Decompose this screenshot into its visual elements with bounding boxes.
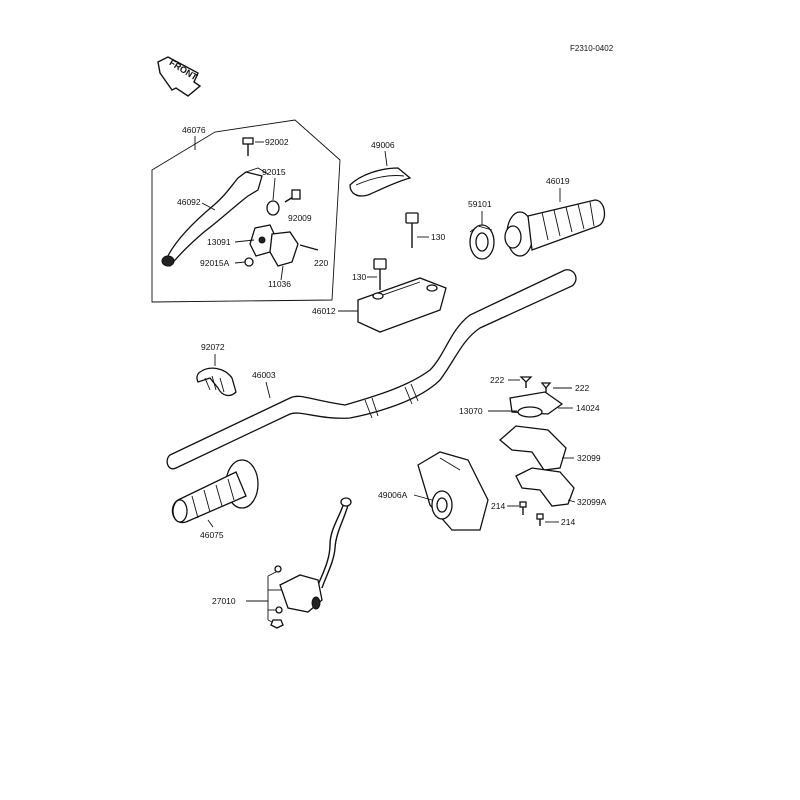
bolt-130-upper bbox=[405, 212, 419, 248]
label-92002: 92002 bbox=[265, 137, 289, 147]
handlebar-pad-49006 bbox=[349, 167, 412, 197]
label-13070: 13070 bbox=[459, 406, 483, 416]
label-92009: 92009 bbox=[288, 213, 312, 223]
handlebar-46003 bbox=[166, 269, 577, 470]
screw-214-left bbox=[519, 501, 527, 515]
front-arrow-icon: FRONT bbox=[157, 56, 202, 97]
nut-92015A bbox=[244, 257, 254, 267]
label-49006A: 49006A bbox=[378, 490, 408, 500]
clutch-lever bbox=[161, 167, 269, 267]
lever-holder-13091 bbox=[249, 224, 277, 257]
ring-13070 bbox=[517, 406, 543, 418]
washer-92015 bbox=[266, 200, 280, 216]
handlebar-holder-46012 bbox=[357, 277, 447, 333]
label-222-right: 222 bbox=[575, 383, 589, 393]
diagram-code: F2310-0402 bbox=[570, 44, 614, 53]
label-13091: 13091 bbox=[207, 237, 231, 247]
screw-220 bbox=[299, 244, 319, 251]
label-59101: 59101 bbox=[468, 199, 492, 209]
screw-222-left bbox=[519, 376, 533, 388]
clamp-11036 bbox=[269, 231, 299, 267]
label-46092: 46092 bbox=[177, 197, 201, 207]
label-46019: 46019 bbox=[546, 176, 570, 186]
label-46075: 46075 bbox=[200, 530, 224, 540]
label-46076: 46076 bbox=[182, 125, 206, 135]
engine-stop-switch-27010 bbox=[270, 497, 352, 629]
throttle-housing-32099 bbox=[498, 425, 567, 471]
switch-housing-49006A bbox=[417, 451, 489, 531]
bolt-130-lower bbox=[373, 258, 387, 290]
label-92015: 92015 bbox=[262, 167, 286, 177]
label-92015A: 92015A bbox=[200, 258, 230, 268]
label-46012: 46012 bbox=[312, 306, 336, 316]
screw-214-right bbox=[536, 513, 544, 526]
right-grip-46019 bbox=[504, 199, 606, 257]
bolt-92002 bbox=[242, 137, 254, 156]
label-214-left: 214 bbox=[491, 501, 505, 511]
band-92072 bbox=[196, 367, 237, 397]
label-11036: 11036 bbox=[268, 279, 291, 289]
label-92072: 92072 bbox=[201, 342, 225, 352]
throttle-59101 bbox=[469, 224, 495, 260]
left-grip-46075 bbox=[171, 459, 259, 524]
label-46003: 46003 bbox=[252, 370, 276, 380]
label-130-lower: 130 bbox=[352, 272, 366, 282]
label-32099: 32099 bbox=[577, 453, 601, 463]
label-14024: 14024 bbox=[576, 403, 600, 413]
screw-92009 bbox=[284, 189, 301, 203]
throttle-housing-lower-32099A bbox=[515, 467, 575, 507]
lever-assembly-outline bbox=[151, 119, 341, 303]
label-222-left: 222 bbox=[490, 375, 504, 385]
label-27010: 27010 bbox=[212, 596, 236, 606]
label-214-right: 214 bbox=[561, 517, 575, 527]
label-32099A: 32099A bbox=[577, 497, 607, 507]
label-220: 220 bbox=[314, 258, 328, 268]
label-130-upper: 130 bbox=[431, 232, 445, 242]
label-49006: 49006 bbox=[371, 140, 395, 150]
